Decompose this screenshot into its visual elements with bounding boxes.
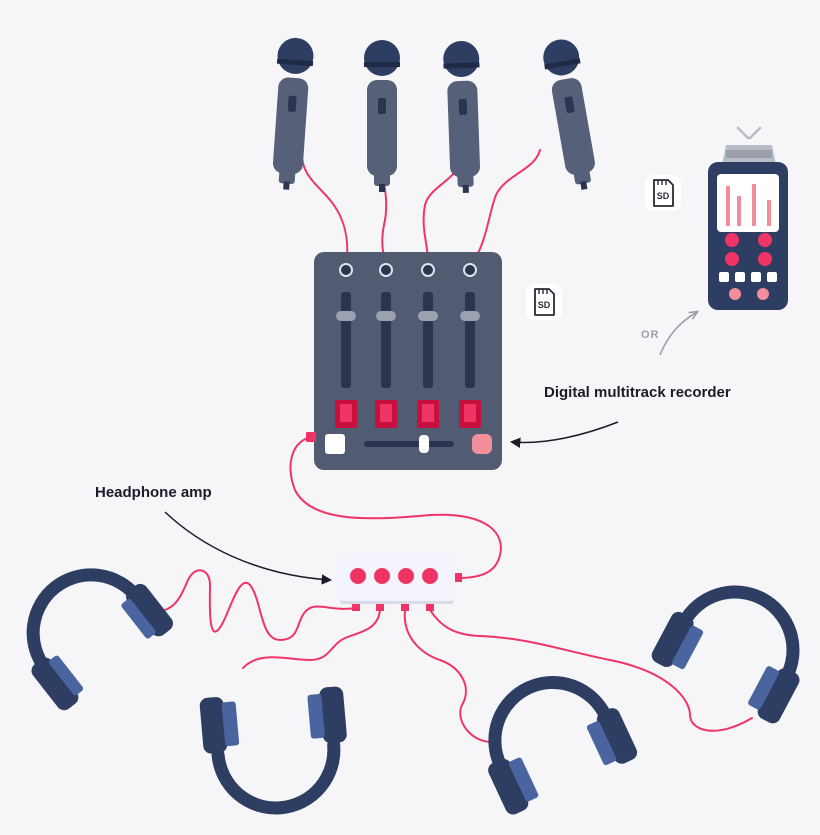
arrow-icon [659,312,697,356]
microphone-icon [364,40,400,192]
microphone-icon [442,40,484,194]
sd-card-icon: SD [525,283,563,321]
arrow-icon [509,421,619,448]
amp-to-headphone-3-cable [403,609,493,743]
mixer-icon [306,252,502,470]
recorder-label: Digital multitrack recorder [544,384,731,401]
amp-to-headphone-4-cable [429,609,753,732]
microphones [268,36,603,194]
mixer-to-amp-cable [289,436,502,579]
headphones-icon [651,585,800,724]
sd-card-icon: SD [644,174,682,212]
amp-to-headphone-2-cable [242,609,381,669]
or-label: OR [641,329,660,341]
microphone-icon [268,36,315,191]
headphone-amp-icon [338,553,462,611]
headphones-icon [199,686,347,815]
mic-cable-1 [300,149,349,269]
headphones-icon [488,676,638,815]
mic-cable-4 [469,149,541,269]
sd-card-label: SD [538,300,551,310]
headphones-icon [26,568,173,711]
microphone-icon [540,36,603,193]
headphone-amp-label: Headphone amp [95,484,212,501]
arrow-icon [164,511,333,585]
sd-card-label: SD [657,191,670,201]
handheld-recorder-icon [708,126,788,310]
amp-to-headphone-1-cable [151,569,357,642]
